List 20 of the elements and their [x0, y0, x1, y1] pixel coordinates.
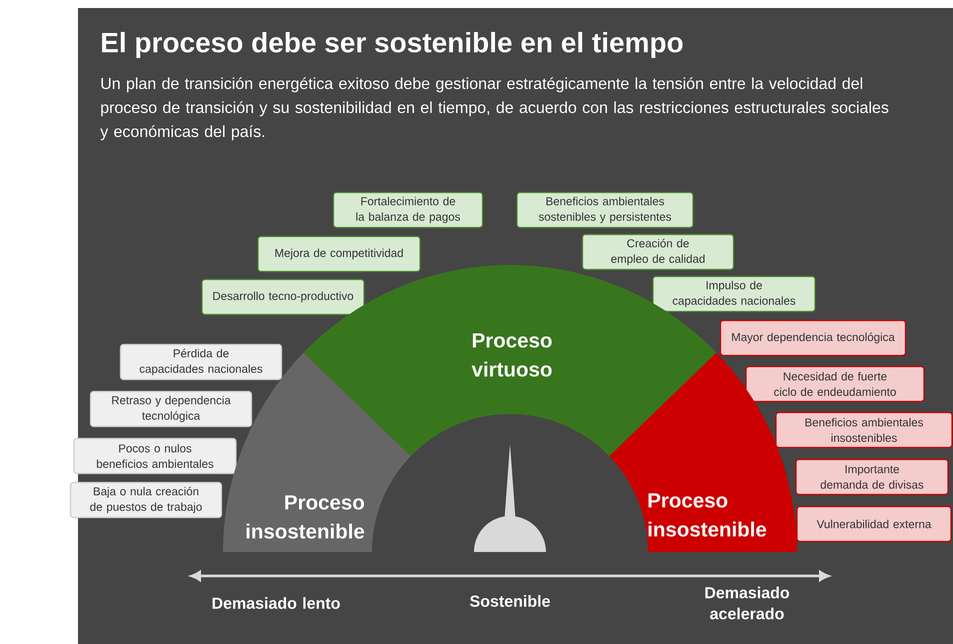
axis-label: Demasiado lento	[212, 597, 340, 609]
text-box: Beneficios ambientales sostenibles y persistentes	[516, 192, 694, 228]
text-box: Impulso de capacidades nacionales	[652, 276, 816, 312]
text-box: Mayor dependencia tecnológica	[720, 320, 906, 356]
title: El proceso debe ser sostenible en el tiempo	[102, 32, 683, 58]
axis-label: Demasiado acelerado	[705, 586, 790, 620]
text-box: Creación de empleo de calidad	[582, 234, 734, 270]
text-box: Pocos o nulos beneficios ambientales	[73, 438, 237, 474]
text-box: Mejora de competitividad	[257, 236, 421, 272]
text-box: Importante demanda de divisas	[795, 458, 949, 496]
text-box: Retraso y dependencia tecnológica	[90, 390, 252, 428]
subtitle: Un plan de transición energética exitoso debe gestionar estratégicamente la tensión entre la velocidad del proceso de transición y su sostenibilidad en el tiempo, de acuerdo con las restricciones estructurales sociales y económicas del país.	[100, 77, 888, 140]
text-box: Fortalecimiento de la balanza de pagos	[332, 192, 484, 228]
text-box: Pérdida de capacidades nacionales	[120, 344, 282, 380]
axis-label: Sostenible	[470, 595, 550, 607]
text-box: Baja o nula creación de puestos de trabajo	[70, 482, 222, 518]
text-box: Desarrollo tecno-productivo	[201, 278, 365, 316]
text-box: Necesidad de fuerte ciclo de endeudamiento	[745, 366, 925, 402]
text-box: Vulnerabilidad externa	[796, 506, 952, 542]
text-box: Beneficios ambientales insostenibles	[775, 412, 953, 448]
